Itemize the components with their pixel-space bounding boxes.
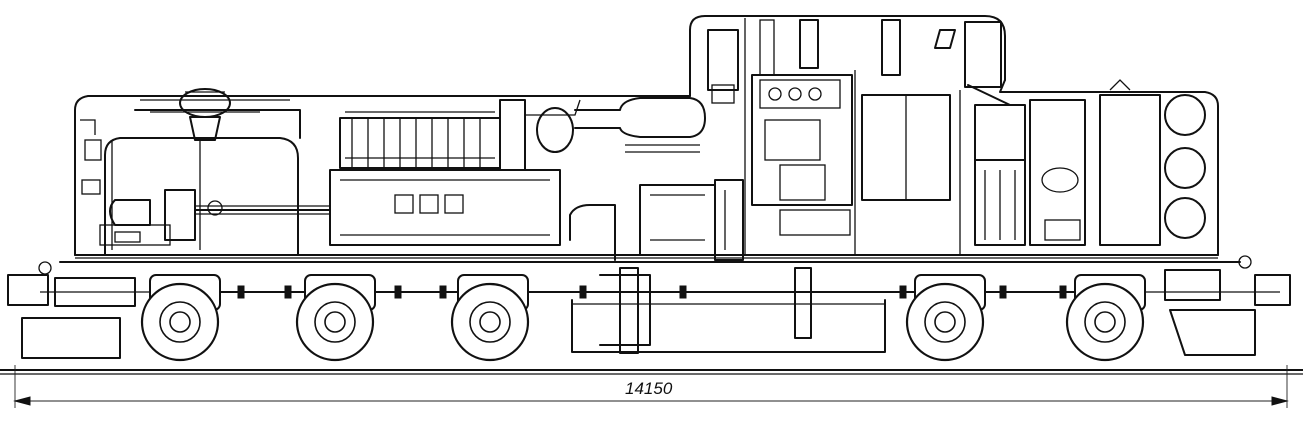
wheelset-3 — [450, 274, 530, 362]
cardan-shafts — [40, 285, 1280, 299]
fuel-tank — [571, 267, 886, 354]
cab-control-equipment — [707, 19, 1011, 236]
drive-shaft-line — [99, 189, 331, 246]
rear-buffer-coupler — [1164, 255, 1291, 356]
hydraulic-transmission — [569, 179, 744, 346]
diesel-engine — [329, 97, 706, 246]
overall-length-label: 14150 — [625, 379, 673, 398]
cooling-radiator-unit — [80, 88, 301, 256]
wheelset-1 — [140, 274, 221, 362]
rail-line — [0, 369, 1303, 375]
wheelset-2 — [295, 274, 376, 362]
locomotive-body-outline — [59, 15, 1241, 263]
overall-length-dimension: 14150 — [13, 365, 1289, 408]
wheelset-4 — [905, 274, 986, 362]
rear-compartment-equipment — [974, 79, 1206, 246]
wheelset-5 — [1065, 274, 1146, 362]
front-buffer-coupler — [7, 261, 136, 359]
